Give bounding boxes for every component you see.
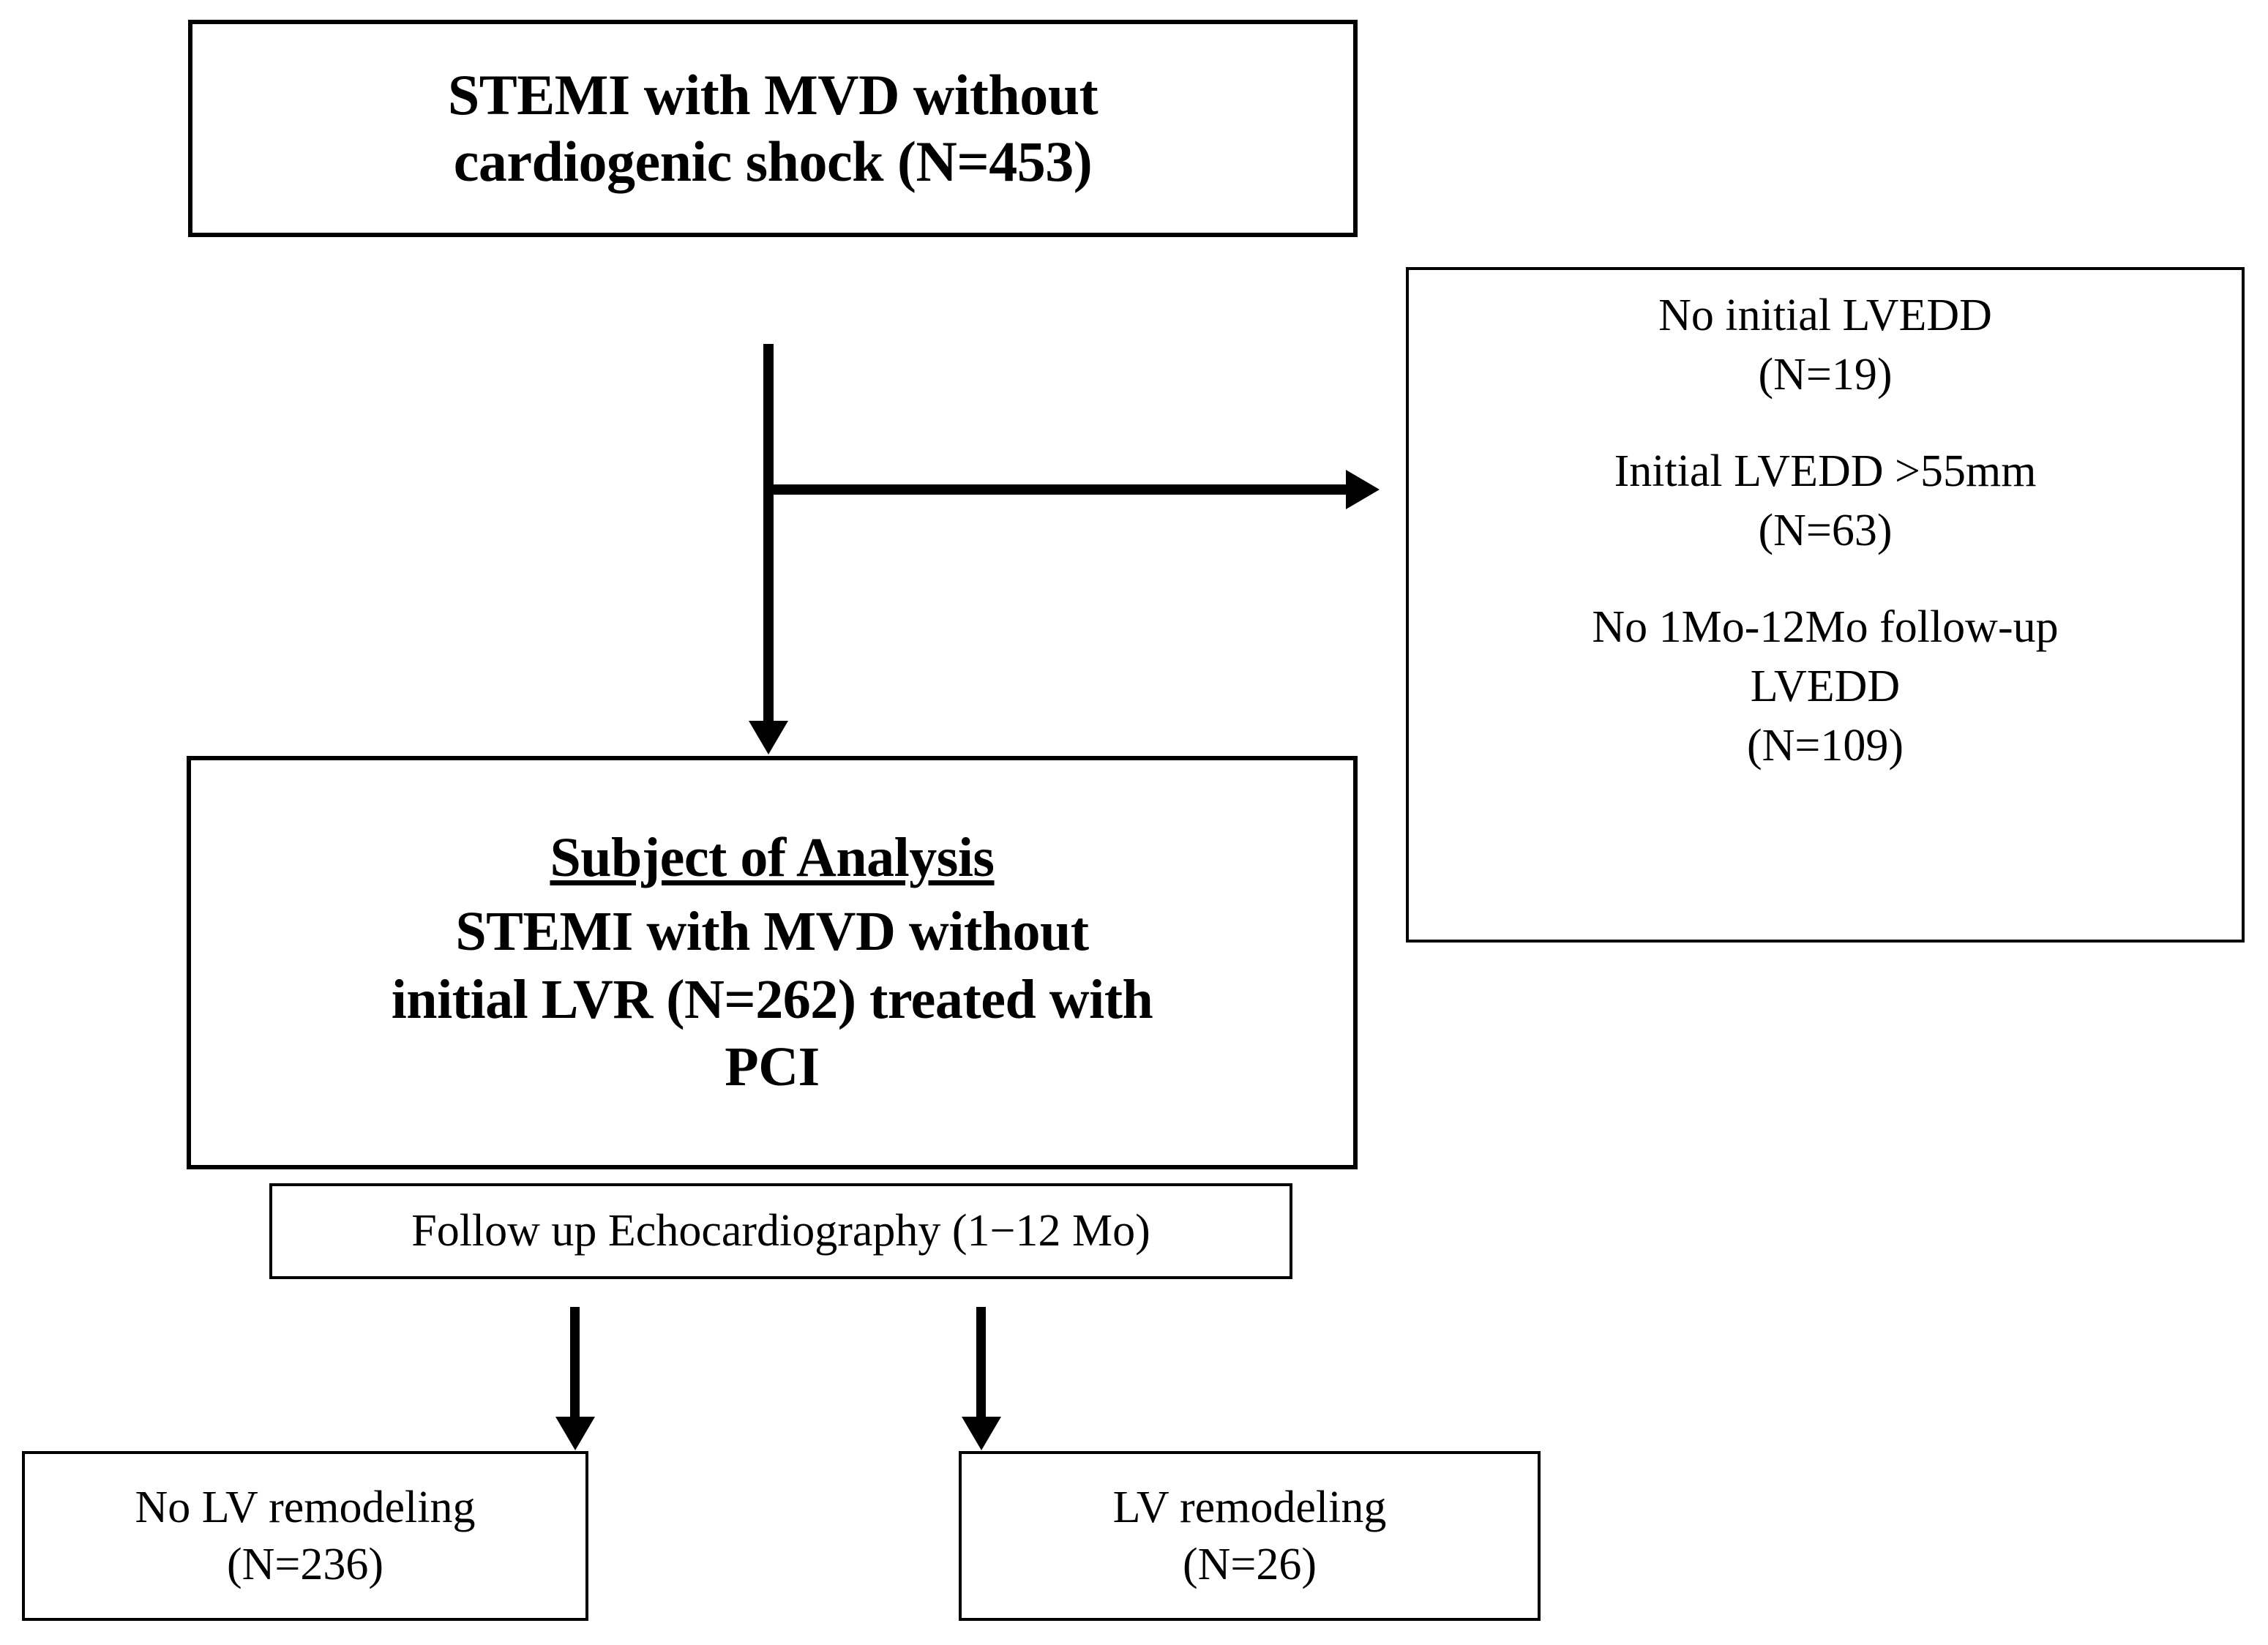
box-no-remodeling-line-1: No LV remodeling: [135, 1482, 476, 1532]
box-subject-title: Subject of Analysis: [550, 827, 995, 889]
connector-exclusion-horizontal-line: [769, 484, 1347, 495]
exclusion-1-line-2: (N=19): [1758, 349, 1893, 400]
box-remodeling-line-1: LV remodeling: [1112, 1482, 1387, 1532]
connector-no-remodeling-arrowhead-icon: [555, 1417, 595, 1450]
exclusion-2-line-2: (N=63): [1758, 505, 1893, 555]
box-subject-of-analysis: Subject of Analysis STEMI with MVD witho…: [187, 756, 1358, 1169]
box-top-line-2: cardiogenic shock (N=453): [453, 129, 1093, 193]
box-lv-remodeling: LV remodeling (N=26): [959, 1451, 1541, 1621]
connector-remodeling-arrowhead-icon: [962, 1417, 1001, 1450]
exclusion-2-line-1: Initial LVEDD >55mm: [1614, 446, 2037, 497]
exclusion-3-line-3: (N=109): [1746, 720, 1904, 771]
box-study-population: STEMI with MVD without cardiogenic shock…: [188, 20, 1358, 237]
box-follow-up-echocardiography: Follow up Echocardiography (1−12 Mo): [269, 1183, 1292, 1279]
connector-exclusion-arrowhead-icon: [1346, 470, 1380, 509]
box-top-line-1: STEMI with MVD without: [447, 63, 1099, 127]
exclusion-3-line-2: LVEDD: [1750, 661, 1901, 711]
box-exclusion-criteria: No initial LVEDD (N=19) Initial LVEDD >5…: [1406, 267, 2245, 943]
box-subject-line-1: STEMI with MVD without: [455, 900, 1089, 962]
exclusion-group-initial-lvedd-over-55mm: Initial LVEDD >55mm (N=63): [1614, 442, 2037, 560]
connector-trunk-vertical-line: [763, 344, 774, 724]
box-followup-label: Follow up Echocardiography (1−12 Mo): [411, 1206, 1150, 1256]
box-remodeling-line-2: (N=26): [1182, 1540, 1317, 1589]
connector-remodeling-line: [976, 1307, 986, 1420]
exclusion-group-no-initial-lvedd: No initial LVEDD (N=19): [1658, 286, 1992, 404]
connector-no-remodeling-line: [570, 1307, 580, 1420]
exclusion-1-line-1: No initial LVEDD: [1658, 291, 1992, 340]
box-subject-line-2: initial LVR (N=262) treated with: [391, 968, 1153, 1030]
connector-trunk-arrowhead-icon: [749, 721, 788, 754]
box-no-remodeling-line-2: (N=236): [226, 1540, 384, 1589]
box-no-lv-remodeling: No LV remodeling (N=236): [22, 1451, 588, 1621]
exclusion-group-no-followup-lvedd: No 1Mo-12Mo follow-up LVEDD (N=109): [1592, 598, 2058, 775]
box-subject-line-3: PCI: [725, 1036, 820, 1098]
exclusion-3-line-1: No 1Mo-12Mo follow-up: [1592, 602, 2059, 653]
